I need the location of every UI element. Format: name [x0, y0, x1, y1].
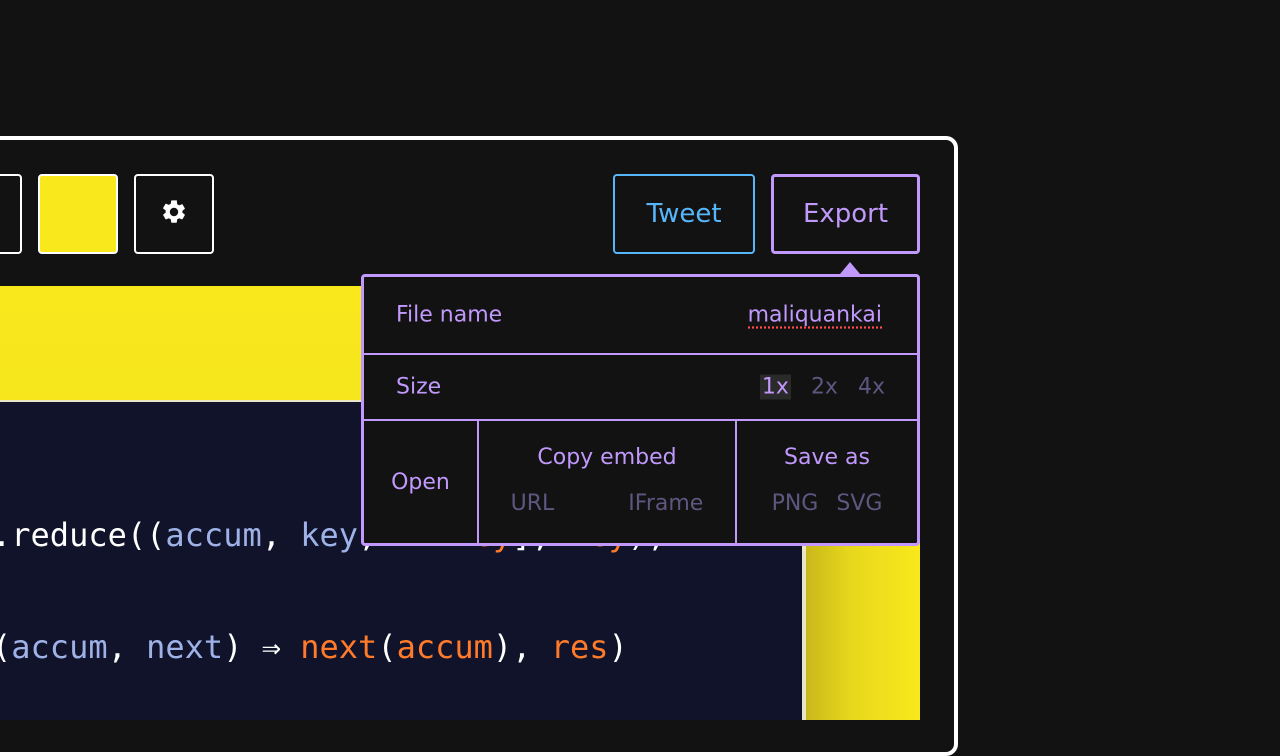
size-option-1x[interactable]: 1x: [759, 374, 791, 399]
settings-button[interactable]: [134, 174, 214, 254]
code-token: .reduce((: [0, 516, 166, 554]
tweet-button[interactable]: Tweet: [613, 174, 755, 254]
code-token: ),: [492, 628, 551, 666]
code-token: res: [550, 628, 609, 666]
save-png-button[interactable]: PNG: [771, 491, 819, 516]
file-name-input[interactable]: maliquankai: [747, 302, 882, 328]
export-actions-row: Open Copy embed URL IFrame Save as PNG S…: [364, 421, 917, 543]
open-button[interactable]: Open: [364, 421, 479, 543]
file-name-label: File name: [396, 302, 503, 328]
code-token: accum: [11, 628, 108, 666]
copy-embed-label: Copy embed: [537, 445, 677, 470]
save-as-label: Save as: [784, 445, 870, 470]
size-label: Size: [396, 374, 442, 399]
copy-embed-iframe-button[interactable]: IFrame: [628, 491, 704, 516]
export-menu: File name maliquankai Size 1x 2x 4x Open…: [361, 274, 920, 546]
code-token: ,: [261, 516, 301, 554]
export-button-label: Export: [802, 199, 889, 229]
code-token: ,: [107, 628, 147, 666]
save-as-section: Save as PNG SVG: [737, 421, 917, 543]
code-token: (: [0, 628, 11, 666]
open-label: Open: [391, 469, 450, 495]
size-option-4x[interactable]: 4x: [857, 374, 885, 399]
code-token: accum: [165, 516, 262, 554]
tweet-button-label: Tweet: [646, 199, 722, 229]
gear-icon: [160, 198, 188, 230]
copy-embed-url-button[interactable]: URL: [510, 491, 555, 516]
export-button[interactable]: Export: [771, 174, 920, 254]
code-token: next: [300, 628, 378, 666]
code-token: accum: [396, 628, 493, 666]
canvas-background-right: [806, 540, 920, 720]
copy-embed-section: Copy embed URL IFrame: [479, 421, 737, 543]
code-token: next: [146, 628, 224, 666]
code-token: (: [377, 628, 397, 666]
save-svg-button[interactable]: SVG: [836, 491, 883, 516]
background-color-swatch[interactable]: [38, 174, 118, 254]
code-line-2: (accum, next) ⇒ next(accum), res): [0, 628, 628, 666]
export-menu-caret: [840, 262, 860, 274]
size-option-2x[interactable]: 2x: [810, 374, 838, 399]
code-token: ) ⇒: [223, 628, 301, 666]
toolbar-control-partial[interactable]: [0, 174, 22, 254]
code-token: ): [608, 628, 628, 666]
file-name-row: File name maliquankai: [364, 277, 917, 355]
size-options: 1x 2x 4x: [759, 374, 885, 399]
code-token: key: [300, 516, 359, 554]
size-row: Size 1x 2x 4x: [364, 354, 917, 421]
